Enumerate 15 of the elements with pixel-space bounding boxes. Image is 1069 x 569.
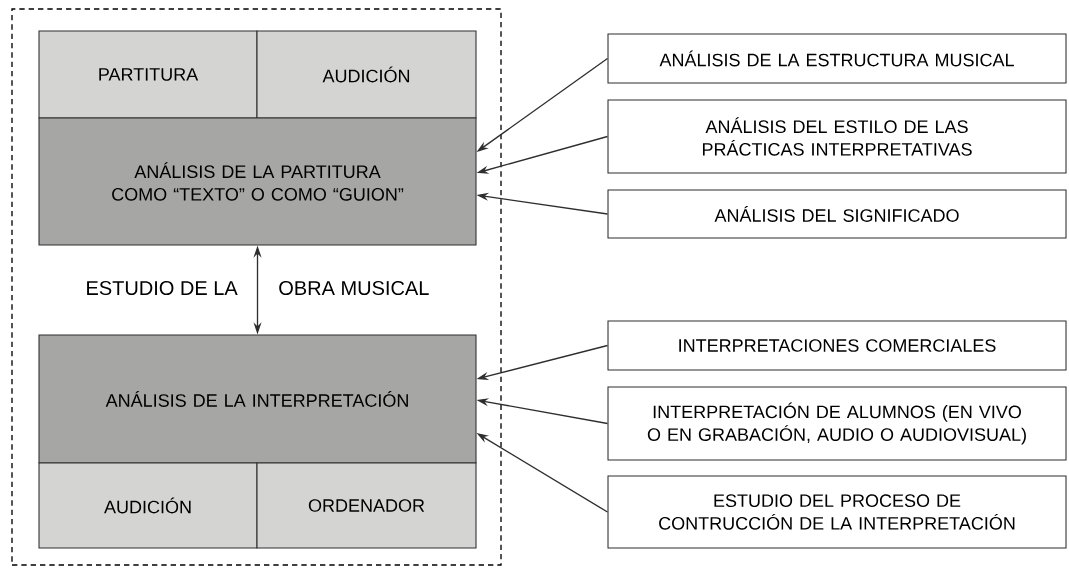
topic-box: INTERPRETACIONES COMERCIALES xyxy=(607,320,1067,371)
analysis-box: ANÁLISIS DE LA INTERPRETACIÓN xyxy=(38,334,477,464)
source-cell: ORDENADOR xyxy=(256,462,477,549)
source-cell: AUDICIÓN xyxy=(256,30,477,119)
topic-box: ANÁLISIS DEL SIGNIFICADO xyxy=(607,189,1067,239)
frame-box xyxy=(11,8,502,566)
topic-box: INTERPRETACIÓN DE ALUMNOS (EN VIVO O EN GRABACIÓN, AUDIO O AUDIOVISUAL) xyxy=(607,386,1067,461)
analysis-box: ANÁLISIS DE LA PARTITURA COMO “TEXTO” O COMO “GUION” xyxy=(38,117,477,246)
topic-box: ESTUDIO DEL PROCESO DE CONTRUCCIÓN DE LA INTERPRETACIÓN xyxy=(607,475,1067,549)
caption-text: ESTUDIO DE LA xyxy=(87,280,238,296)
topic-box: ANÁLISIS DEL ESTILO DE LAS PRÁCTICAS INTERPRETATIVAS xyxy=(607,99,1067,174)
source-cell: PARTITURA xyxy=(38,30,258,119)
source-cell: AUDICIÓN xyxy=(38,462,258,549)
caption-text: OBRA MUSICAL xyxy=(279,280,429,296)
topic-box: ANÁLISIS DE LA ESTRUCTURA MUSICAL xyxy=(607,33,1067,84)
